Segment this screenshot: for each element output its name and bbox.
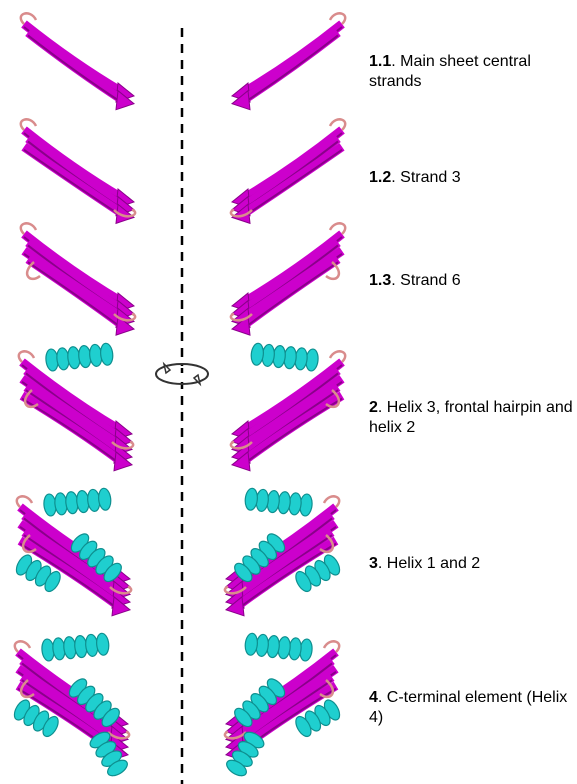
alpha-helix	[250, 343, 319, 372]
step-number: 3	[369, 555, 378, 572]
step-label-1-1: 1.1. Main sheet central strands	[369, 52, 574, 92]
step-description: . Strand 6	[391, 272, 460, 289]
beta-strand	[244, 242, 338, 309]
beta-strand-edge	[24, 150, 122, 217]
beta-strand	[24, 147, 122, 214]
step-number: 4	[369, 689, 378, 706]
step-number: 1.1	[369, 53, 391, 70]
step-description: . C-terminal element (Helix 4)	[369, 689, 567, 726]
beta-strand	[244, 251, 342, 318]
structure-rotated-view	[231, 223, 345, 335]
helix-turn	[96, 633, 110, 656]
beta-strand	[24, 251, 122, 318]
helix-turn	[98, 488, 112, 511]
structure-rotated-view	[231, 119, 345, 223]
beta-strand	[22, 379, 120, 446]
alpha-helix	[45, 343, 114, 372]
structure-rotated-view	[232, 13, 345, 109]
beta-strand	[28, 138, 122, 205]
structure-front-view	[21, 223, 135, 335]
structure-front-view	[19, 343, 133, 471]
step-label-1-3: 1.3. Strand 6	[369, 271, 574, 291]
step-number: 1.3	[369, 272, 391, 289]
beta-strand	[244, 379, 342, 446]
step-description: . Main sheet central strands	[369, 53, 531, 90]
step-description: . Helix 1 and 2	[378, 555, 480, 572]
alpha-helix	[41, 633, 110, 662]
step-label-2: 2. Helix 3, frontal hairpin and helix 2	[369, 398, 574, 438]
alpha-helix	[244, 488, 313, 517]
step-label-3: 3. Helix 1 and 2	[369, 554, 574, 574]
step-label-1-2: 1.2. Strand 3	[369, 168, 574, 188]
helix-turn	[100, 343, 114, 366]
beta-strand	[24, 24, 122, 92]
structure-rotated-view	[231, 343, 345, 471]
structure-front-view	[13, 488, 131, 616]
beta-strand-edge	[244, 150, 342, 217]
step-number: 1.2	[369, 169, 391, 186]
beta-strand	[24, 130, 122, 198]
beta-strand	[244, 32, 338, 99]
helix-turn	[250, 343, 264, 366]
step-number: 2	[369, 399, 378, 416]
structure-front-view	[21, 13, 134, 109]
structure-rotated-view	[224, 633, 343, 779]
rotate-180-icon	[156, 364, 208, 384]
beta-strand	[28, 242, 122, 309]
alpha-helix	[43, 488, 112, 517]
beta-strand	[244, 24, 342, 92]
beta-strand	[244, 138, 338, 205]
beta-strand	[28, 32, 122, 99]
structure-front-view	[21, 119, 135, 223]
step-description: . Strand 3	[391, 169, 460, 186]
helix-turn	[244, 488, 258, 511]
step-label-4: 4. C-terminal element (Helix 4)	[369, 688, 574, 728]
structure-rotated-view	[225, 488, 343, 616]
beta-strand	[244, 130, 342, 198]
step-description: . Helix 3, frontal hairpin and helix 2	[369, 399, 573, 436]
helix-turn	[244, 633, 258, 656]
beta-strand	[244, 147, 342, 214]
structure-front-view	[11, 633, 130, 779]
alpha-helix	[244, 633, 313, 662]
